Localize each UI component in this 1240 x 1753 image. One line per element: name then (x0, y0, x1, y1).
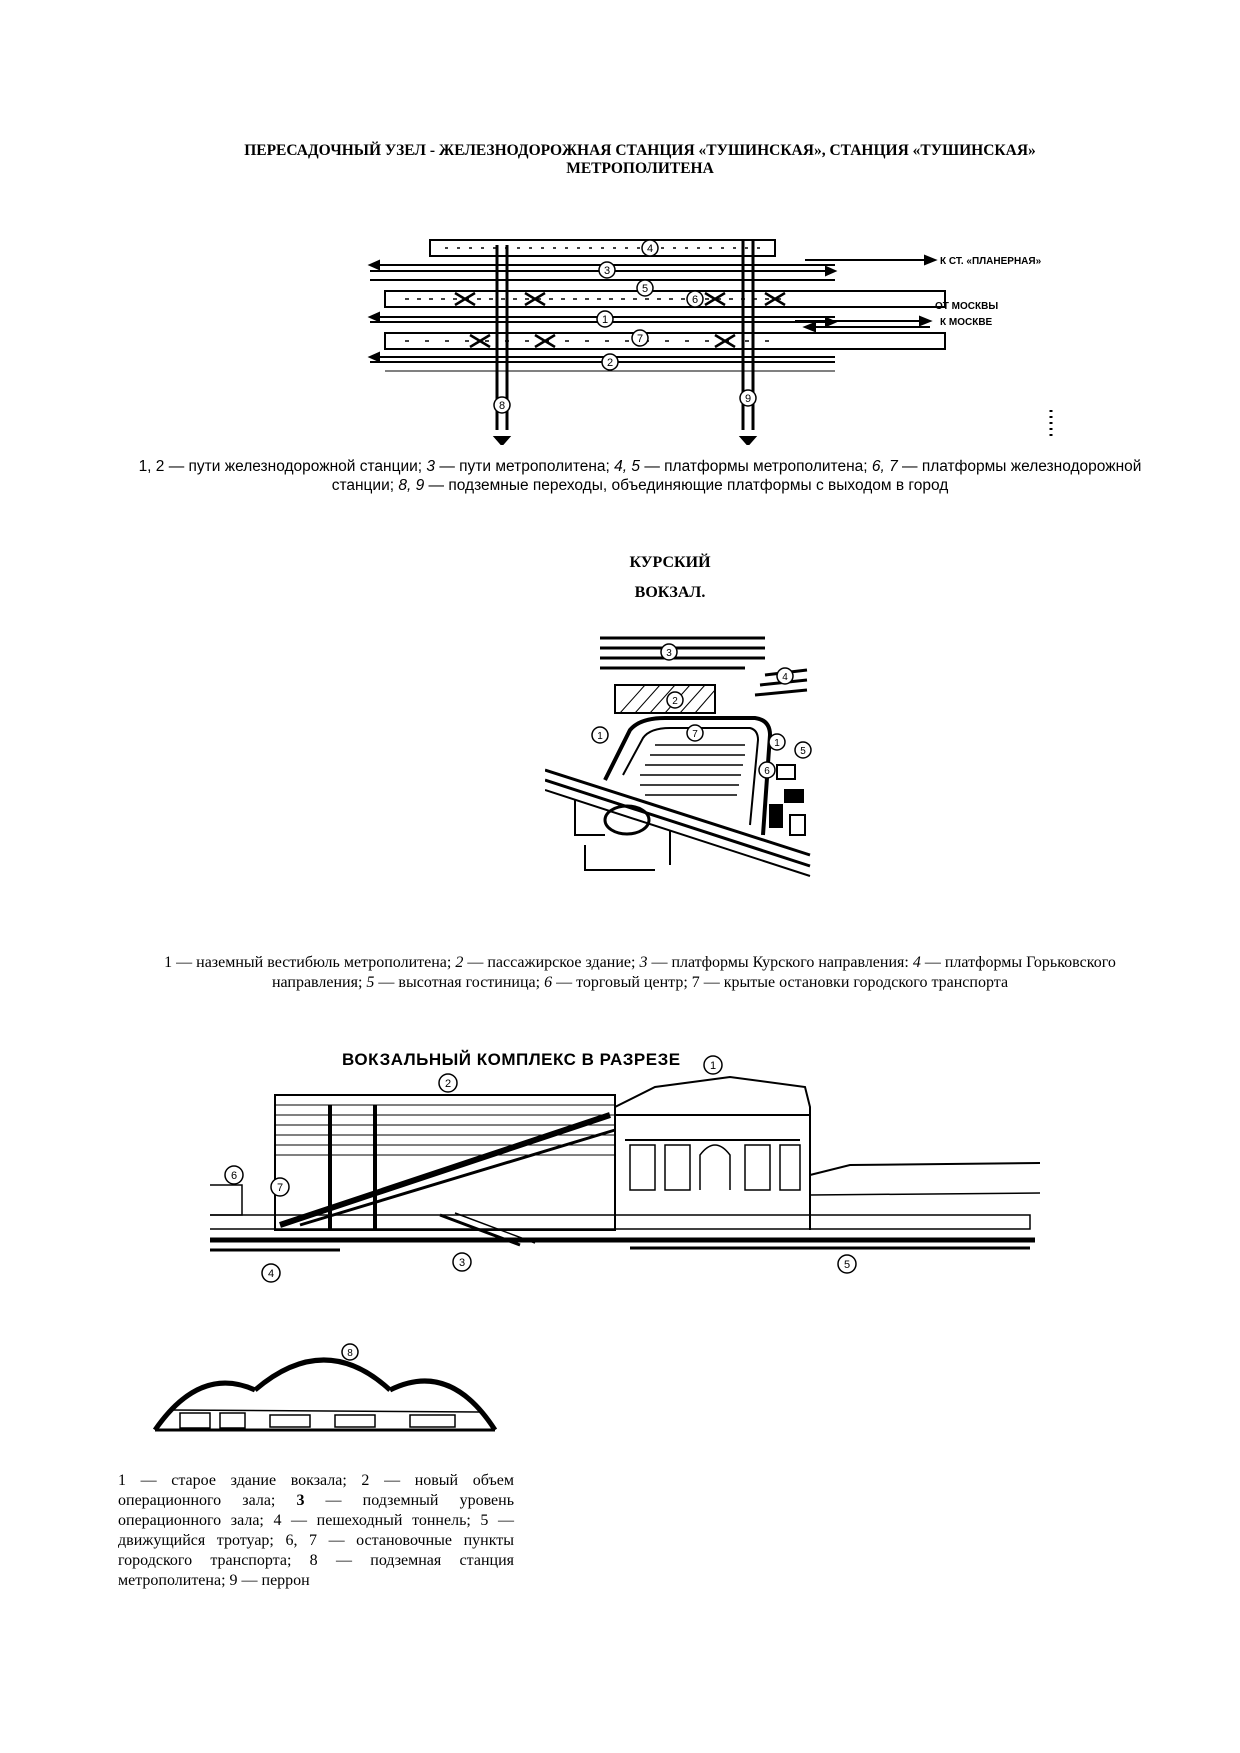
tushino-marker-4: 4 (647, 243, 653, 255)
hotel-block (776, 764, 796, 780)
section-marker-5: 5 (844, 1259, 850, 1271)
kursk-marker-2: 2 (672, 696, 678, 707)
rail-platform-7 (384, 332, 946, 350)
kursk-marker-1: 1 (597, 731, 603, 742)
tushino-marker-2: 2 (607, 357, 613, 369)
kursk-title-line1: КУРСКИЙ (629, 554, 711, 571)
kursk-marker-7: 7 (692, 729, 698, 740)
metro-platform-5 (384, 290, 946, 308)
kursk-marker-5: 5 (800, 746, 806, 757)
kursk-title-line2: ВОКЗАЛ. (634, 584, 706, 601)
section-marker-6: 6 (231, 1170, 237, 1182)
section-marker-1: 1 (710, 1060, 716, 1072)
kursk-plan: 3 4 2 1 7 1 5 6 (545, 636, 812, 877)
kursk-marker-3: 3 (666, 648, 672, 659)
kursk-marker-6: 6 (764, 766, 770, 777)
metro-vaults-drawing: 8 (152, 1343, 498, 1432)
tushino-marker-3: 3 (604, 265, 610, 277)
tushino-marker-8: 8 (499, 400, 505, 412)
section-heading: ВОКЗАЛЬНЫЙ КОМПЛЕКС В РАЗРЕЗЕ (342, 1050, 681, 1069)
tushino-marker-1: 1 (602, 314, 608, 326)
passenger-building (614, 684, 716, 714)
kursk-marker-1b: 1 (774, 738, 780, 749)
section-marker-2: 2 (445, 1078, 451, 1090)
section-caption: 1 — старое здание вокзала; 2 — новый объ… (118, 1472, 514, 1589)
label-to-planernaya: К СТ. «ПЛАНЕРНАЯ» (940, 256, 1042, 267)
section-marker-8: 8 (347, 1348, 353, 1359)
label-from-moscow: ОТ МОСКВЫ (935, 301, 998, 312)
tushino-title-line1: ПЕРЕСАДОЧНЫЙ УЗЕЛ - ЖЕЛЕЗНОДОРОЖНАЯ СТАН… (244, 142, 1036, 159)
label-to-moscow: К МОСКВЕ (940, 317, 993, 328)
kursk-title: КУРСКИЙ ВОКЗАЛ. (570, 548, 770, 608)
tushino-title: ПЕРЕСАДОЧНЫЙ УЗЕЛ - ЖЕЛЕЗНОДОРОЖНАЯ СТАН… (140, 142, 1140, 178)
kursk-caption: 1 — наземный вестибюль метрополитена; 2 … (164, 954, 1116, 991)
station-section-drawing: ВОКЗАЛЬНЫЙ КОМПЛЕКС В РАЗРЕЗЕ (210, 1050, 1040, 1283)
metro-platform-4 (429, 239, 776, 257)
tushino-marker-7: 7 (637, 333, 643, 345)
tushino-marker-6: 6 (692, 294, 698, 306)
tushino-caption: 1, 2 — пути железнодорожной станции; 3 —… (138, 458, 1142, 494)
tushino-scheme: 4 3 5 6 1 7 2 8 9 К СТ. «ПЛАНЕРНАЯ» ОТ М… (367, 239, 1053, 445)
section-marker-3: 3 (459, 1257, 465, 1269)
tushino-marker-5: 5 (642, 283, 648, 295)
tushino-marker-9: 9 (745, 393, 751, 405)
section-marker-7: 7 (277, 1182, 283, 1194)
section-marker-4: 4 (268, 1268, 274, 1280)
kursk-marker-4: 4 (782, 672, 788, 683)
tushino-title-line2: МЕТРОПОЛИТЕНА (566, 160, 714, 177)
